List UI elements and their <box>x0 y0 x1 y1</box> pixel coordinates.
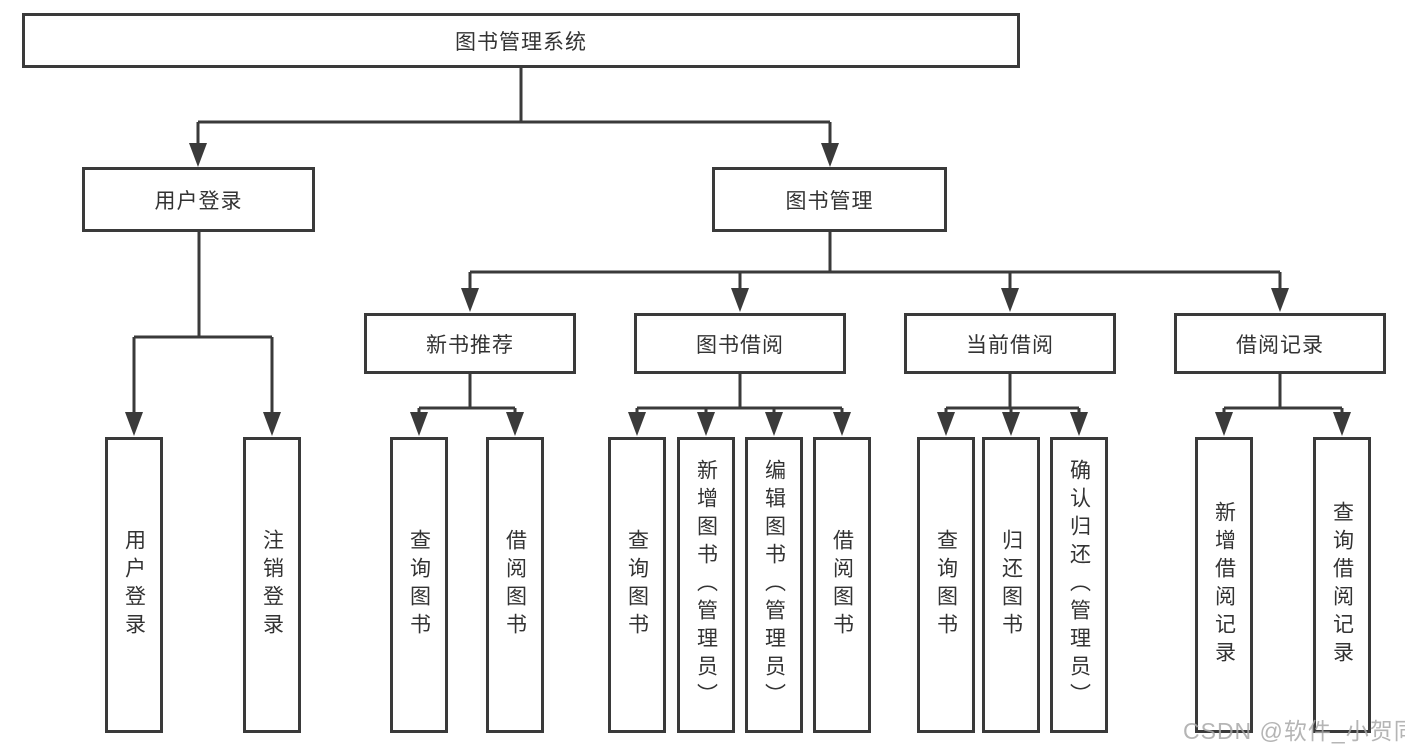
leaf-label: 编辑图书（管理员） <box>762 459 786 711</box>
node-label: 图书管理系统 <box>455 30 587 54</box>
leaf-logout: 注销登录 <box>243 437 301 733</box>
leaf-label: 新增借阅记录 <box>1212 501 1236 669</box>
leaf-current-return-book: 归还图书 <box>982 437 1040 733</box>
leaf-label: 查询借阅记录 <box>1330 501 1354 669</box>
edge-login-to-leaves <box>132 232 274 414</box>
node-book-borrow: 图书借阅 <box>634 313 846 374</box>
node-label: 当前借阅 <box>966 333 1054 357</box>
leaf-current-query-book: 查询图书 <box>917 437 975 733</box>
leaf-label: 归还图书 <box>999 529 1023 641</box>
node-current-borrow: 当前借阅 <box>904 313 1116 374</box>
leaf-label: 新增图书（管理员） <box>694 459 718 711</box>
leaf-borrow-add-book-admin: 新增图书（管理员） <box>677 437 735 733</box>
leaf-recommend-query-book: 查询图书 <box>390 437 448 733</box>
node-label: 图书管理 <box>785 189 874 213</box>
leaf-current-confirm-return-admin: 确认归还（管理员） <box>1050 437 1108 733</box>
node-label: 图书借阅 <box>696 333 784 357</box>
leaf-recommend-borrow-book: 借阅图书 <box>486 437 544 733</box>
node-new-book-recommend: 新书推荐 <box>364 313 576 374</box>
leaf-records-query-record: 查询借阅记录 <box>1313 437 1371 733</box>
leaf-label: 借阅图书 <box>830 529 854 641</box>
edge-records-to-leaves <box>1222 374 1344 414</box>
edge-current-to-leaves <box>944 374 1081 414</box>
leaf-label: 借阅图书 <box>503 529 527 641</box>
edge-management-to-level3 <box>468 232 1282 290</box>
node-library-management-system: 图书管理系统 <box>22 13 1020 68</box>
edge-borrow-to-leaves <box>635 374 844 414</box>
node-user-login: 用户登录 <box>82 167 315 232</box>
leaf-label: 查询图书 <box>407 529 431 641</box>
leaf-label: 注销登录 <box>260 529 284 641</box>
leaf-borrow-borrow-book: 借阅图书 <box>813 437 871 733</box>
leaf-label: 查询图书 <box>625 529 649 641</box>
leaf-records-add-record: 新增借阅记录 <box>1195 437 1253 733</box>
node-book-management: 图书管理 <box>712 167 947 232</box>
edge-root-to-level2 <box>196 68 832 147</box>
node-borrow-records: 借阅记录 <box>1174 313 1386 374</box>
leaf-label: 查询图书 <box>934 529 958 641</box>
leaf-label: 确认归还（管理员） <box>1067 459 1091 711</box>
edge-recommend-to-leaves <box>417 374 517 414</box>
node-label: 用户登录 <box>154 189 243 213</box>
node-label: 借阅记录 <box>1236 333 1324 357</box>
leaf-borrow-query-book: 查询图书 <box>608 437 666 733</box>
leaf-user-login: 用户登录 <box>105 437 163 733</box>
leaf-label: 用户登录 <box>122 529 146 641</box>
leaf-borrow-edit-book-admin: 编辑图书（管理员） <box>745 437 803 733</box>
node-label: 新书推荐 <box>426 333 514 357</box>
